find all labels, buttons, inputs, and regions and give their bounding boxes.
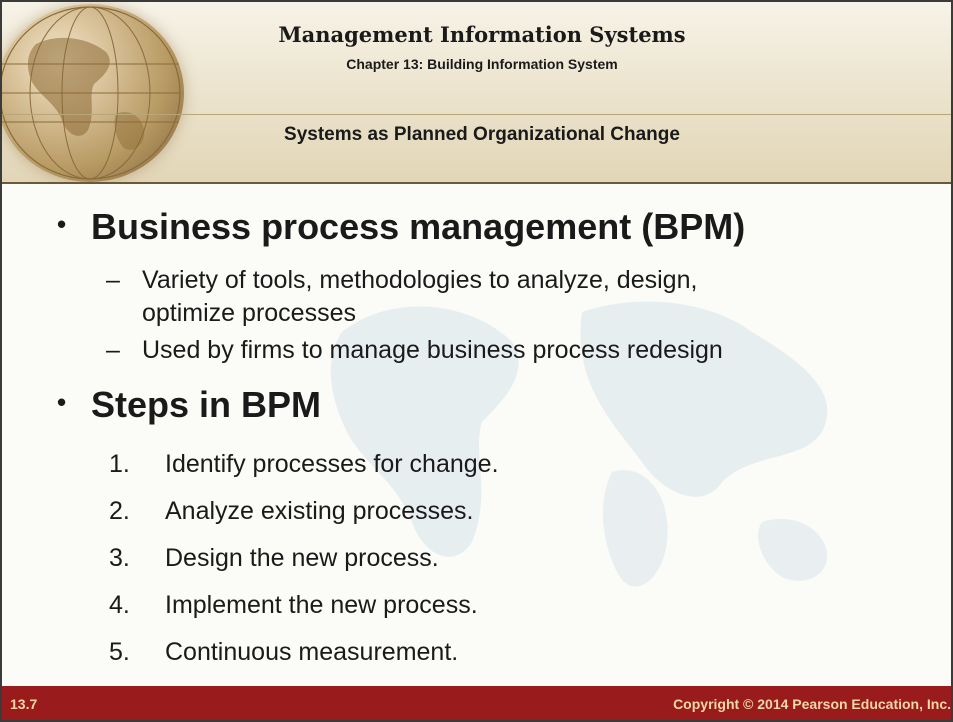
step-text: Design the new process.	[165, 544, 439, 572]
globe-graphic	[2, 6, 181, 180]
bullet-steps-text: Steps in BPM	[91, 384, 322, 425]
section-title: Systems as Planned Organizational Change	[284, 124, 680, 145]
step-item: 3. Design the new process.	[109, 544, 439, 573]
step-item: 1. Identify processes for change.	[109, 450, 499, 479]
step-item: 4. Implement the new process.	[109, 591, 478, 620]
world-map-watermark	[330, 301, 828, 587]
subitem-tools-line1: Variety of tools, methodologies to analy…	[142, 266, 698, 294]
chapter-title: Chapter 13: Building Information System	[346, 56, 618, 72]
step-text: Identify processes for change.	[165, 450, 499, 478]
slide-content: •Business process management (BPM) –Vari…	[2, 184, 951, 666]
slide-number: 13.7	[10, 696, 38, 712]
bullet-steps: • Steps in BPM	[57, 384, 321, 426]
bullet-bpm-text: Business process management (BPM)	[91, 206, 746, 247]
step-number: 2.	[109, 497, 130, 525]
step-number: 4.	[109, 591, 130, 619]
step-item: 5. Continuous measurement.	[109, 638, 458, 667]
subitem-used-by-firms-text: Used by firms to manage business process…	[142, 336, 723, 364]
globe-icon	[2, 4, 184, 182]
subitem-tools: –Variety of tools, methodologies to anal…	[106, 264, 826, 330]
slide-footer: 13.7 Copyright © 2014 Pearson Education,…	[2, 686, 951, 720]
step-number: 3.	[109, 544, 130, 572]
slide-header: Management Information Systems Chapter 1…	[2, 2, 951, 184]
step-text: Analyze existing processes.	[165, 497, 474, 525]
dash-icon: –	[106, 266, 120, 294]
bullet-dot-icon: •	[57, 387, 67, 417]
bullet-dot-icon: •	[57, 209, 67, 239]
dash-icon: –	[106, 336, 120, 364]
step-text: Continuous measurement.	[165, 638, 459, 666]
bullet-bpm: • Business process management (BPM)	[57, 206, 745, 248]
header-divider	[2, 114, 951, 115]
course-title: Management Information Systems	[278, 22, 686, 47]
subitem-used-by-firms: –Used by firms to manage business proces…	[106, 334, 826, 367]
step-text: Implement the new process.	[165, 591, 478, 619]
subitem-tools-line2: optimize processes	[142, 299, 356, 327]
step-item: 2. Analyze existing processes.	[109, 497, 473, 526]
step-number: 5.	[109, 638, 130, 666]
copyright-text: Copyright © 2014 Pearson Education, Inc.	[673, 696, 951, 712]
step-number: 1.	[109, 450, 130, 478]
